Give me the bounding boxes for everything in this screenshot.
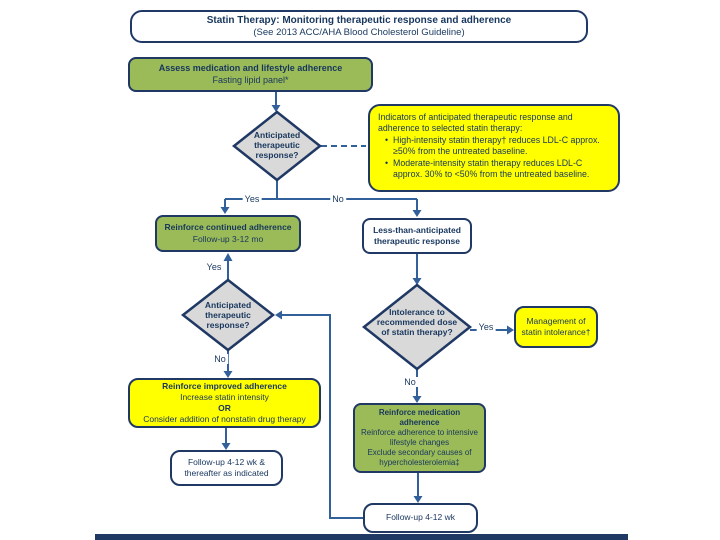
branch-label-yes: Yes bbox=[476, 322, 496, 332]
medication-body3: Exclude secondary causes of bbox=[367, 448, 472, 457]
less-than-line2: therapeutic response bbox=[374, 236, 460, 246]
indicators-note: Indicators of anticipated therapeutic re… bbox=[368, 104, 620, 192]
decision1-diamond bbox=[231, 110, 323, 182]
branch-label-no: No bbox=[330, 194, 346, 204]
reinforce-continued-followup: Follow-up 3-12 mo bbox=[192, 233, 264, 244]
medication-title1: Reinforce medication bbox=[378, 408, 461, 417]
followup-412-node: Follow-up 4-12 wk bbox=[363, 503, 478, 533]
indicators-bullet: High-intensity statin therapy† reduces L… bbox=[385, 135, 610, 156]
page-subtitle: (See 2013 ACC/AHA Blood Cholesterol Guid… bbox=[253, 26, 465, 38]
arrowhead-down-icon bbox=[271, 105, 281, 112]
assess-subtitle: Fasting lipid panel* bbox=[212, 74, 289, 85]
arrowhead-left-icon bbox=[275, 310, 282, 320]
page-title: Statin Therapy: Monitoring therapeutic r… bbox=[206, 14, 512, 26]
branch-label-no: No bbox=[212, 354, 228, 364]
improve-line2: Increase statin intensity bbox=[180, 391, 269, 402]
indicators-intro: Indicators of anticipated therapeutic re… bbox=[378, 112, 573, 133]
arrowhead-down-icon bbox=[412, 396, 422, 403]
title-box: Statin Therapy: Monitoring therapeutic r… bbox=[130, 10, 588, 43]
connector-followup412-loop-to-decision2 bbox=[282, 314, 363, 519]
arrowhead-down-icon bbox=[412, 210, 422, 217]
medication-title2: adherence bbox=[399, 418, 440, 427]
management-line1: Management of bbox=[526, 315, 586, 326]
decision1-label: Anticipated therapeutic response? bbox=[253, 130, 301, 161]
medication-body1: Reinforce adherence to intensive bbox=[361, 428, 478, 437]
followup-thereafter-line1: Follow-up 4-12 wk & bbox=[187, 456, 265, 467]
reinforce-improved-node: Reinforce improved adherence Increase st… bbox=[128, 378, 321, 428]
followup-thereafter-node: Follow-up 4-12 wk & thereafter as indica… bbox=[170, 450, 283, 486]
footer-bar bbox=[95, 534, 628, 540]
decision2-label: Anticipated therapeutic response? bbox=[204, 300, 252, 331]
arrowhead-down-icon bbox=[412, 278, 422, 285]
assess-adherence-node: Assess medication and lifestyle adherenc… bbox=[128, 57, 373, 92]
arrowhead-right-icon bbox=[507, 325, 514, 335]
branch-label-yes: Yes bbox=[242, 194, 262, 204]
arrowhead-down-icon bbox=[413, 496, 423, 503]
reinforce-continued-title: Reinforce continued adherence bbox=[164, 222, 292, 233]
indicators-list: High-intensity statin therapy† reduces L… bbox=[378, 134, 610, 179]
medication-body4: hypercholesterolemia‡ bbox=[379, 458, 460, 467]
branch-label-no: No bbox=[402, 377, 418, 387]
arrowhead-down-icon bbox=[220, 207, 230, 214]
connector-decision1-split bbox=[224, 180, 418, 210]
decision3-label: Intolerance to recommended dose of stati… bbox=[376, 307, 458, 338]
improve-title: Reinforce improved adherence bbox=[162, 380, 287, 391]
arrowhead-down-icon bbox=[223, 371, 233, 378]
followup-thereafter-line2: thereafter as indicated bbox=[184, 468, 269, 478]
improve-line4: Consider addition of nonstatin drug ther… bbox=[143, 414, 306, 425]
less-than-line1: Less-than-anticipated bbox=[373, 224, 461, 235]
indicators-bullet: Moderate-intensity statin therapy reduce… bbox=[385, 158, 610, 179]
reinforce-continued-node: Reinforce continued adherence Follow-up … bbox=[155, 215, 301, 252]
management-intolerance-node: Management of statin intolerance† bbox=[514, 306, 598, 348]
arrowhead-down-icon bbox=[221, 443, 231, 450]
decision3-diamond bbox=[361, 283, 473, 371]
less-than-anticipated-node: Less-than-anticipated therapeutic respon… bbox=[362, 218, 472, 254]
arrowhead-up-icon bbox=[223, 253, 233, 261]
branch-label-yes: Yes bbox=[204, 262, 224, 272]
management-line2: statin intolerance† bbox=[521, 327, 591, 337]
assess-title: Assess medication and lifestyle adherenc… bbox=[158, 62, 343, 73]
improve-or: OR bbox=[218, 403, 231, 413]
reinforce-medication-node: Reinforce medication adherence Reinforce… bbox=[353, 403, 486, 473]
followup-412-label: Follow-up 4-12 wk bbox=[386, 512, 455, 523]
decision2-diamond bbox=[180, 278, 276, 352]
medication-body2: lifestyle changes bbox=[389, 438, 450, 447]
